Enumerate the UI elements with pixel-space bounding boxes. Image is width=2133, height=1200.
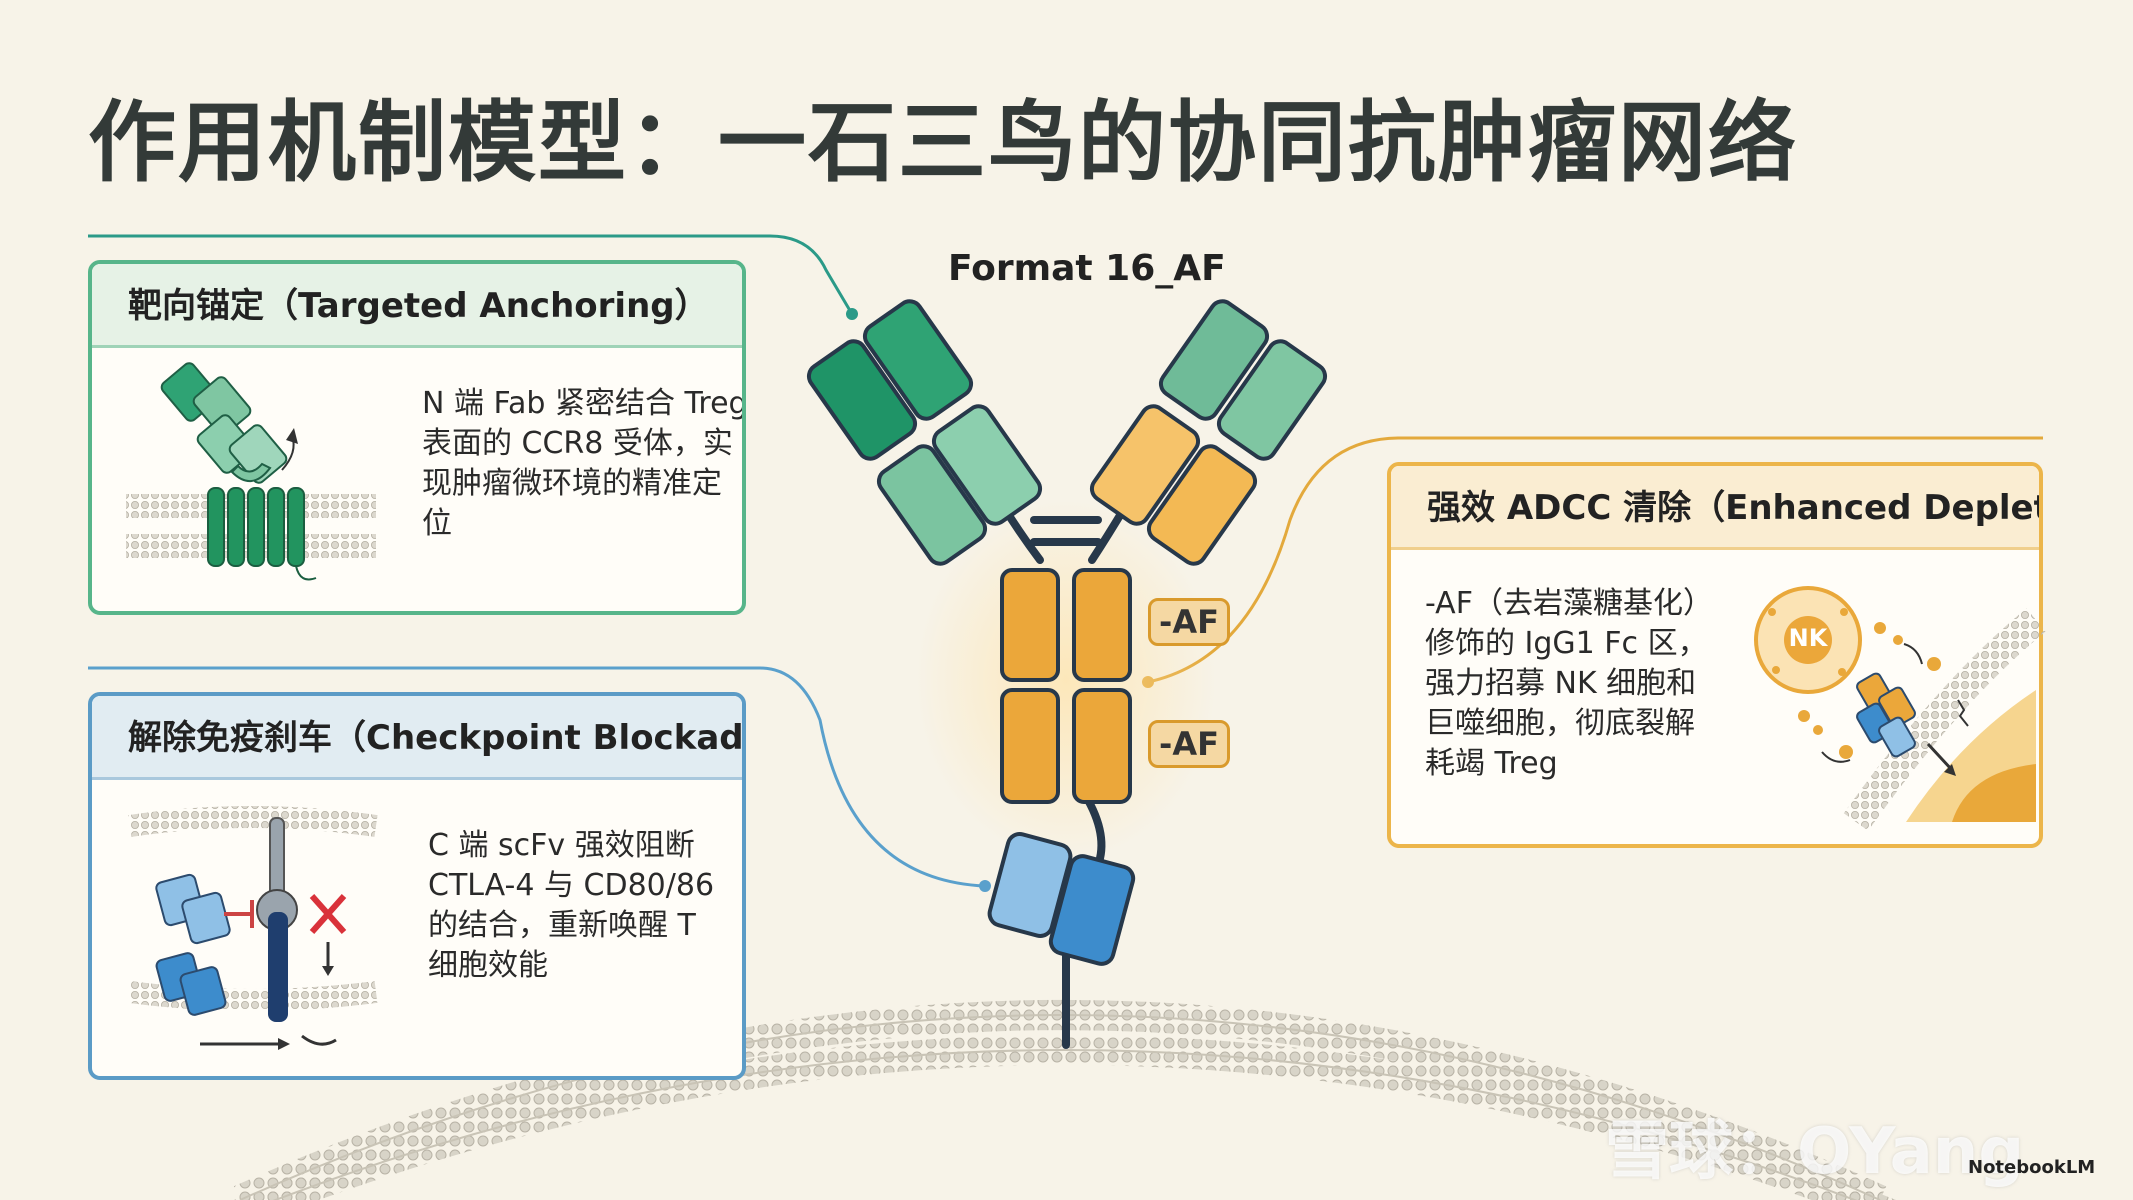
format-label: Format 16_AF (948, 248, 1226, 289)
panel-heading-adcc: 强效 ADCC 清除（Enhanced Depletion） (1391, 466, 2039, 550)
watermark: 雪球：OYang (1605, 1115, 2025, 1189)
text-line: N 端 Fab 紧密结合 Treg (422, 386, 746, 421)
panel-text-adcc: -AF（去岩藻糖基化） 修饰的 IgG1 Fc 区， 强力招募 NK 细胞和 巨… (1425, 584, 1713, 784)
text-line: -AF（去岩藻糖基化） (1425, 586, 1713, 621)
fc-glow (916, 500, 1216, 860)
credit-label: NotebookLM (1968, 1157, 2096, 1178)
af-tag-upper: -AF (1148, 598, 1230, 646)
fab-arm-right (1089, 299, 1328, 566)
text-line: 细胞效能 (428, 948, 548, 983)
text-line: 巨噬细胞，彻底裂解 (1425, 706, 1695, 741)
panel-checkpoint-blockade: 解除免疫刹车（Checkpoint Blockade） C 端 scFv 强效阻… (88, 692, 746, 1080)
fab-arm-left (806, 299, 1043, 566)
text-line: CTLA-4 与 CD80/86 (428, 868, 715, 903)
text-line: 位 (422, 506, 452, 541)
text-line: 现肿瘤微环境的精准定 (422, 466, 722, 501)
text-line: 修饰的 IgG1 Fc 区， (1425, 626, 1708, 661)
panel-targeted-anchoring: 靶向锚定（Targeted Anchoring） N 端 Fab 紧密结合 Tr… (88, 260, 746, 615)
panel-enhanced-depletion: 强效 ADCC 清除（Enhanced Depletion） -AF（去岩藻糖基… (1387, 462, 2043, 848)
nk-label-top: NK (1788, 624, 1828, 652)
panel-text-checkpoint: C 端 scFv 强效阻断 CTLA-4 与 CD80/86 的结合，重新唤醒 … (428, 826, 714, 986)
panel-heading-checkpoint: 解除免疫刹车（Checkpoint Blockade） (92, 696, 742, 780)
af-tag-lower: -AF (1148, 720, 1230, 768)
text-line: C 端 scFv 强效阻断 (428, 828, 695, 863)
panel-heading-targeting: 靶向锚定（Targeted Anchoring） (92, 264, 742, 348)
text-line: 表面的 CCR8 受体，实 (422, 426, 733, 461)
text-line: 强力招募 NK 细胞和 (1425, 666, 1697, 701)
text-line: 耗竭 Treg (1425, 746, 1558, 781)
text-line: 的结合，重新唤醒 T (428, 908, 696, 943)
page-title: 作用机制模型：一石三鸟的协同抗肿瘤网络 (88, 91, 1799, 194)
panel-text-targeting: N 端 Fab 紧密结合 Treg 表面的 CCR8 受体，实 现肿瘤微环境的精… (422, 384, 746, 544)
fc-domains (1000, 568, 1132, 804)
scfv-domains (987, 832, 1136, 966)
